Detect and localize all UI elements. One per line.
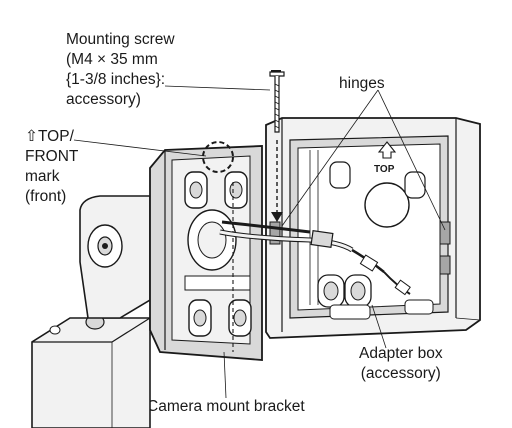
adapter-lower-clamps <box>317 274 434 320</box>
mounting-screw-label: Mounting screw (M4 × 35 mm {1-3/8 inches… <box>66 31 175 108</box>
down-arrow-icon <box>271 212 283 222</box>
top-front-mark-label: ⇧TOP/ FRONT mark (front) <box>25 128 79 205</box>
hinges-label: hinges <box>339 75 385 92</box>
adapter-box-label: Adapter box (accessory) <box>359 345 443 382</box>
top-embossed-text: TOP <box>374 164 395 175</box>
camera-arm <box>79 195 151 319</box>
mounting-screw <box>269 70 285 222</box>
adapter-box: TOP <box>265 117 481 339</box>
top-front-mark-highlight <box>202 141 234 173</box>
camera-base <box>31 314 151 428</box>
leader-lines <box>73 85 446 399</box>
hinge-right <box>439 221 451 245</box>
camera-mount-bracket <box>149 145 263 361</box>
hinge-left <box>269 221 281 245</box>
camera-mount-bracket-label: Camera mount bracket <box>147 398 305 415</box>
lower-clamps <box>188 299 252 337</box>
top-arrow-icon <box>377 141 397 159</box>
cable-harness <box>219 220 411 296</box>
